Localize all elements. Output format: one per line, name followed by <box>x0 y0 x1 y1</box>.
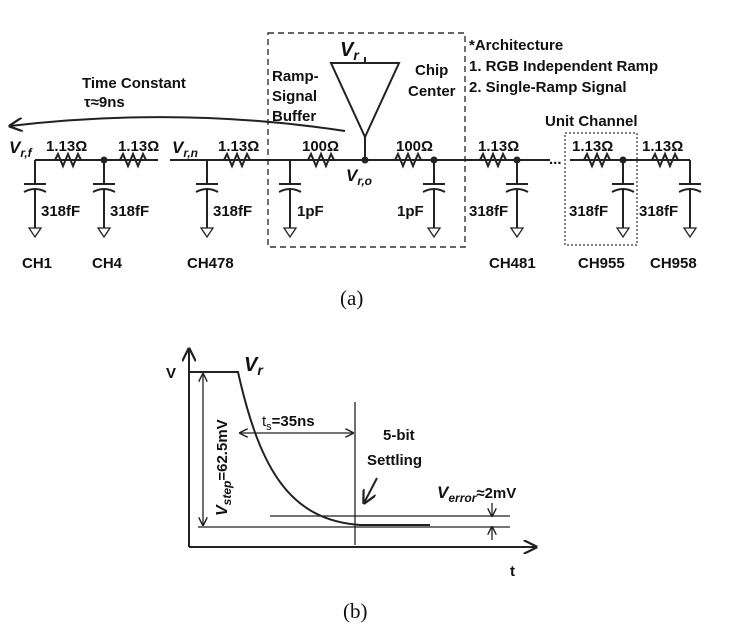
buffer-label-line1: Ramp- <box>272 68 319 85</box>
vro-label: Vr,o <box>346 166 372 188</box>
cap-label-1pf-right: 1pF <box>397 203 424 220</box>
resistor-label-2: 1.13Ω <box>118 138 159 155</box>
buffer-triangle <box>329 62 401 140</box>
channel-label-ch958: CH958 <box>650 255 697 272</box>
resistor-1 <box>54 151 82 169</box>
cap-label-1pf-left: 1pF <box>297 203 324 220</box>
settling-label-line2: Settling <box>367 452 422 469</box>
node-vro <box>361 156 369 164</box>
cap-label-ch478: 318fF <box>213 203 252 220</box>
settling-label-line1: 5-bit <box>383 427 415 444</box>
time-constant-arrow <box>10 116 346 131</box>
buffer-label-line2: Signal <box>272 88 317 105</box>
resistor-label-3: 1.13Ω <box>218 138 259 155</box>
unit-channel-label: Unit Channel <box>545 113 638 130</box>
cap-ch481 <box>505 160 529 239</box>
cap-ch955 <box>611 160 635 239</box>
architecture-line1: *Architecture <box>469 37 563 54</box>
vrf-label: Vr,f <box>9 138 33 160</box>
resistor-7 <box>583 151 611 169</box>
vstep-label: Vstep=62.5mV <box>214 419 234 516</box>
unit-channel-box <box>564 132 638 246</box>
cap-label-ch955: 318fF <box>569 203 608 220</box>
chip-center-line2: Center <box>408 83 456 100</box>
channel-label-ch481: CH481 <box>489 255 536 272</box>
resistor-label-1: 1.13Ω <box>46 138 87 155</box>
channel-label-ch478: CH478 <box>187 255 234 272</box>
verror-label: Verror≈2mV <box>437 483 516 505</box>
resistor-label-7: 1.13Ω <box>572 138 613 155</box>
time-constant-title: Time Constant <box>82 75 186 92</box>
resistor-4 <box>307 151 335 169</box>
chip-center-line1: Chip <box>415 62 448 79</box>
ts-label: ts=35ns <box>262 413 315 433</box>
bus-ellipsis: ... <box>549 151 562 168</box>
cap-ch1 <box>23 160 47 239</box>
time-constant-value: τ≈9ns <box>84 94 125 111</box>
cap-1pf-right <box>422 160 446 239</box>
resistor-label-5: 100Ω <box>396 138 433 155</box>
buffer-label-line3: Buffer <box>272 108 316 125</box>
panel-b-waveform: V t Vr Vstep=62.5mV ts=35ns 5-bit Settli… <box>166 349 536 623</box>
channel-label-ch4: CH4 <box>92 255 123 272</box>
caption-a: (a) <box>340 286 363 310</box>
resistor-2 <box>119 151 147 169</box>
cap-label-ch1: 318fF <box>41 203 80 220</box>
vr-label-a: Vr <box>340 39 360 63</box>
architecture-line3: 2. Single-Ramp Signal <box>469 79 627 96</box>
resistor-5 <box>394 151 422 169</box>
x-axis-label: t <box>510 563 515 580</box>
panel-a-circuit: ... <box>9 32 702 310</box>
y-axis-label: V <box>166 365 176 382</box>
settling-pointer-arrow <box>364 477 378 503</box>
cap-1pf-left <box>278 160 302 239</box>
resistor-label-4: 100Ω <box>302 138 339 155</box>
cap-label-ch958: 318fF <box>639 203 678 220</box>
resistor-6 <box>479 151 507 169</box>
resistor-3 <box>223 151 251 169</box>
channel-label-ch955: CH955 <box>578 255 625 272</box>
cap-label-ch4: 318fF <box>110 203 149 220</box>
ramp-waveform <box>189 371 430 526</box>
resistor-label-8: 1.13Ω <box>642 138 683 155</box>
vrn-label: Vr,n <box>172 138 198 160</box>
channel-label-ch1: CH1 <box>22 255 52 272</box>
cap-ch4 <box>92 160 116 239</box>
resistor-label-6: 1.13Ω <box>478 138 519 155</box>
architecture-line2: 1. RGB Independent Ramp <box>469 58 658 75</box>
chip-center-box <box>267 32 466 248</box>
vr-label-b: Vr <box>244 354 264 378</box>
cap-ch958 <box>678 160 702 239</box>
cap-label-ch481: 318fF <box>469 203 508 220</box>
resistor-8 <box>651 151 679 169</box>
cap-ch478 <box>195 160 219 239</box>
caption-b: (b) <box>343 599 368 623</box>
